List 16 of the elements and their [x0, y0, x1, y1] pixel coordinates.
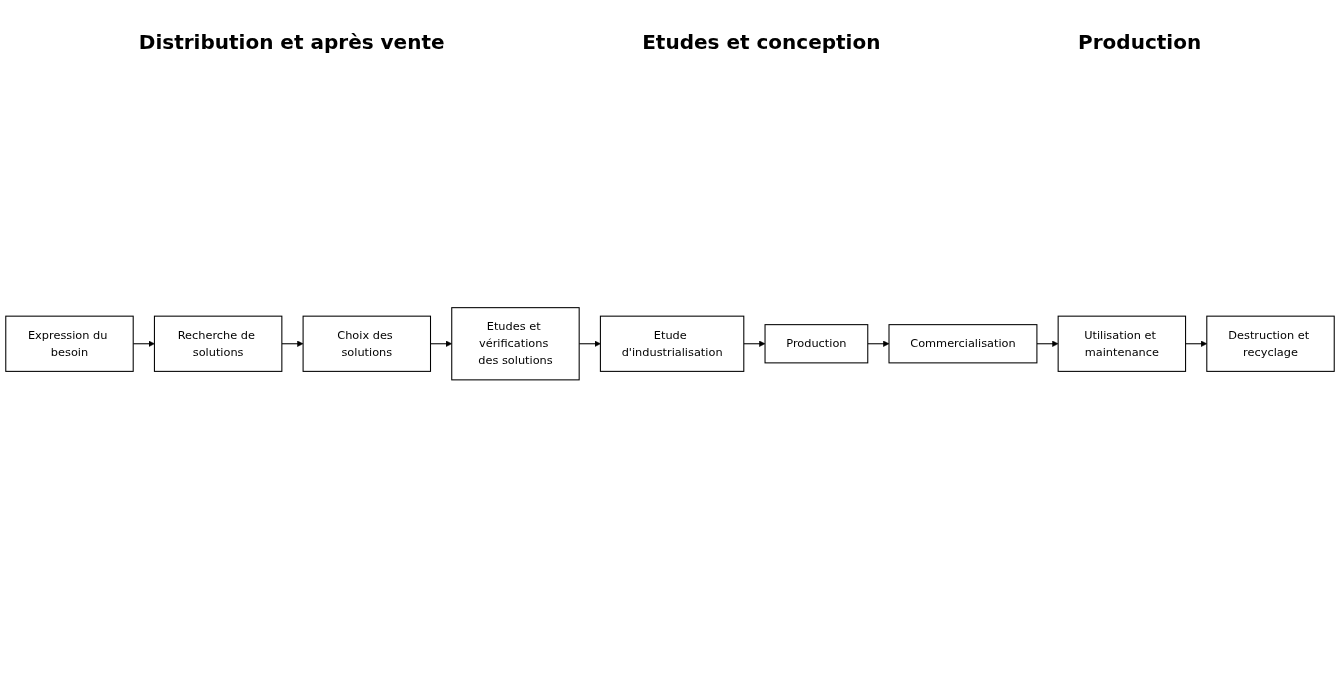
arrow	[867, 340, 890, 348]
arrow	[743, 340, 766, 348]
arrow	[1036, 340, 1059, 348]
node-box: Choix des solutions	[302, 315, 432, 373]
node-box: Commercialisation	[888, 324, 1038, 364]
node-box: Destruction et recyclage	[1206, 315, 1335, 373]
phase-label: Etudes et conception	[642, 30, 881, 54]
node-box: Utilisation et maintenance	[1057, 315, 1187, 373]
node-box: Recherche de solutions	[153, 315, 283, 373]
node-box: Etudes et vérifications des solutions	[451, 307, 580, 381]
arrow	[281, 340, 304, 348]
phase-label: Distribution et après vente	[138, 30, 445, 54]
node-box: Production	[764, 324, 869, 364]
node-box: Expression du besoin	[5, 315, 134, 373]
phase-label: Production	[1078, 30, 1202, 54]
node-box: Etude d'industrialisation	[599, 315, 745, 373]
